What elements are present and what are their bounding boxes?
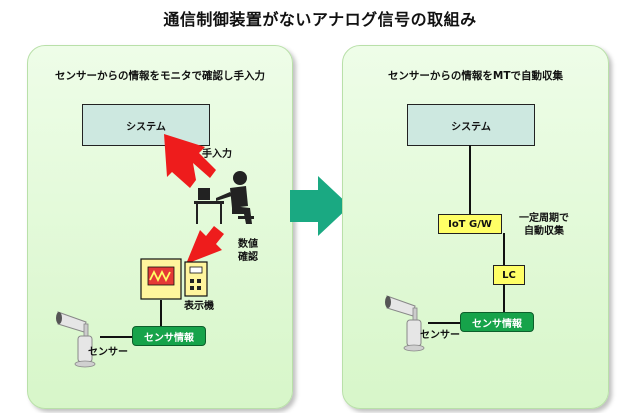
transition-arrow xyxy=(290,176,350,236)
left-system-box: システム xyxy=(82,104,210,146)
sensor-to-info-line xyxy=(100,336,132,338)
right-panel-title: センサーからの情報をMTで自動収集 xyxy=(387,70,564,82)
right-panel-automatic: センサーからの情報をMTで自動収集 システム IoT G/W 一定周期で 自動収… xyxy=(342,45,609,409)
left-panel-manual: センサーからの情報をモニタで確認し手入力 システム 手入力 数値 確認 xyxy=(27,45,293,409)
manual-input-arrow xyxy=(164,134,216,188)
value-check-label: 数値 確認 xyxy=(238,239,258,263)
right-sensor-to-info-line xyxy=(428,322,460,324)
display-monitor-icon xyxy=(140,258,208,300)
left-sensor-label: センサー xyxy=(88,347,128,358)
periodic-collection-label: 一定周期で 自動収集 xyxy=(519,213,569,237)
manual-input-label: 手入力 xyxy=(202,149,232,160)
operator-at-desk-icon xyxy=(194,171,254,224)
right-sensor-label: センサー xyxy=(420,330,460,341)
diagram-title: 通信制御装置がないアナログ信号の取組み xyxy=(163,10,477,29)
gateway-box: IoT G/W xyxy=(438,214,502,234)
camera-sensor-icon xyxy=(56,311,96,368)
right-system-box: システム xyxy=(407,104,535,146)
lc-to-sensor-info-line xyxy=(503,284,505,312)
left-panel-title: センサーからの情報をモニタで確認し手入力 xyxy=(55,70,265,82)
lc-box: LC xyxy=(493,265,525,285)
right-sensor-info-box: センサ情報 xyxy=(460,312,534,332)
left-system-label: システム xyxy=(126,121,166,133)
display-label: 表示機 xyxy=(184,301,214,312)
gateway-to-lc-line xyxy=(503,233,505,265)
value-check-arrow xyxy=(186,226,224,264)
left-sensor-info-box: センサ情報 xyxy=(132,326,206,346)
right-camera-sensor-icon xyxy=(385,295,425,352)
display-to-sensor-info-line xyxy=(160,300,162,328)
system-to-gateway-line xyxy=(469,145,471,214)
